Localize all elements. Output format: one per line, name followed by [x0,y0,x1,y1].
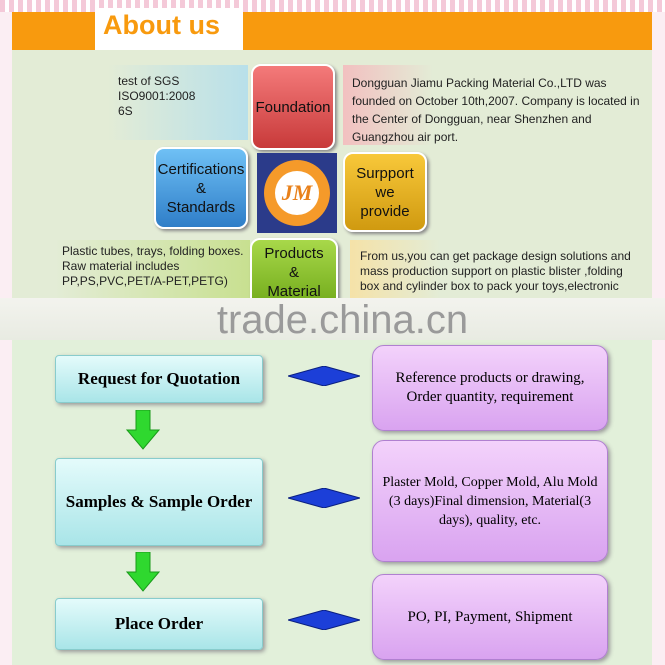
process-step-order: Place Order [55,598,263,650]
double-arrow-icon [288,488,360,508]
foundation-label: Foundation [255,98,331,116]
foundation-tile: Foundation [251,64,335,150]
products-fade [55,240,250,298]
certs-text: test of SGS ISO9001:2008 6S [118,74,195,119]
products-line: Raw material includes [62,259,180,273]
tile-line: & [195,179,206,197]
arrow-down-icon [126,410,160,450]
cert-line: test of SGS [118,74,180,88]
double-arrow-icon [288,366,360,386]
process-detail-quotation: Reference products or drawing, Order qua… [372,345,608,431]
products-text: Plastic tubes, trays, folding boxes. Raw… [62,244,247,298]
process-detail-samples: Plaster Mold, Copper Mold, Alu Mold (3 d… [372,440,608,562]
tile-line: Material [267,283,321,300]
tile-line: provide [360,202,410,220]
double-arrow-icon [288,610,360,630]
support-text: From us,you can get package design solut… [360,249,631,293]
foundation-fade [343,65,643,145]
process-step-quotation: Request for Quotation [55,355,263,403]
tile-line: Standards [166,198,236,216]
page-title: About us [95,8,243,50]
process-step-samples: Samples & Sample Order [55,458,263,546]
process-detail-order: PO, PI, Payment, Shipment [372,574,608,660]
tile-line: Surpport [356,164,414,182]
products-line: Plastic tubes, trays, folding boxes. [62,244,244,258]
cert-line: 6S [118,104,133,118]
tile-line: Products [264,245,324,262]
tile-line: & [288,264,299,281]
products-tile: Products & Material [250,238,338,300]
tile-line: we [375,183,395,201]
certs-fade [108,65,248,140]
support-fade [350,240,650,298]
company-logo: JM [257,153,337,233]
cert-line: ISO9001:2008 [118,89,196,103]
certifications-tile: Certifications&Standards [154,147,248,229]
tile-line: Certifications [157,160,245,178]
products-line: PP,PS,PVC,PET/A-PET,PETG) [62,274,228,288]
watermark: trade.china.cn [0,298,665,342]
arrow-down-icon [126,552,160,592]
foundation-text: Dongguan Jiamu Packing Material Co.,LTD … [352,76,640,144]
